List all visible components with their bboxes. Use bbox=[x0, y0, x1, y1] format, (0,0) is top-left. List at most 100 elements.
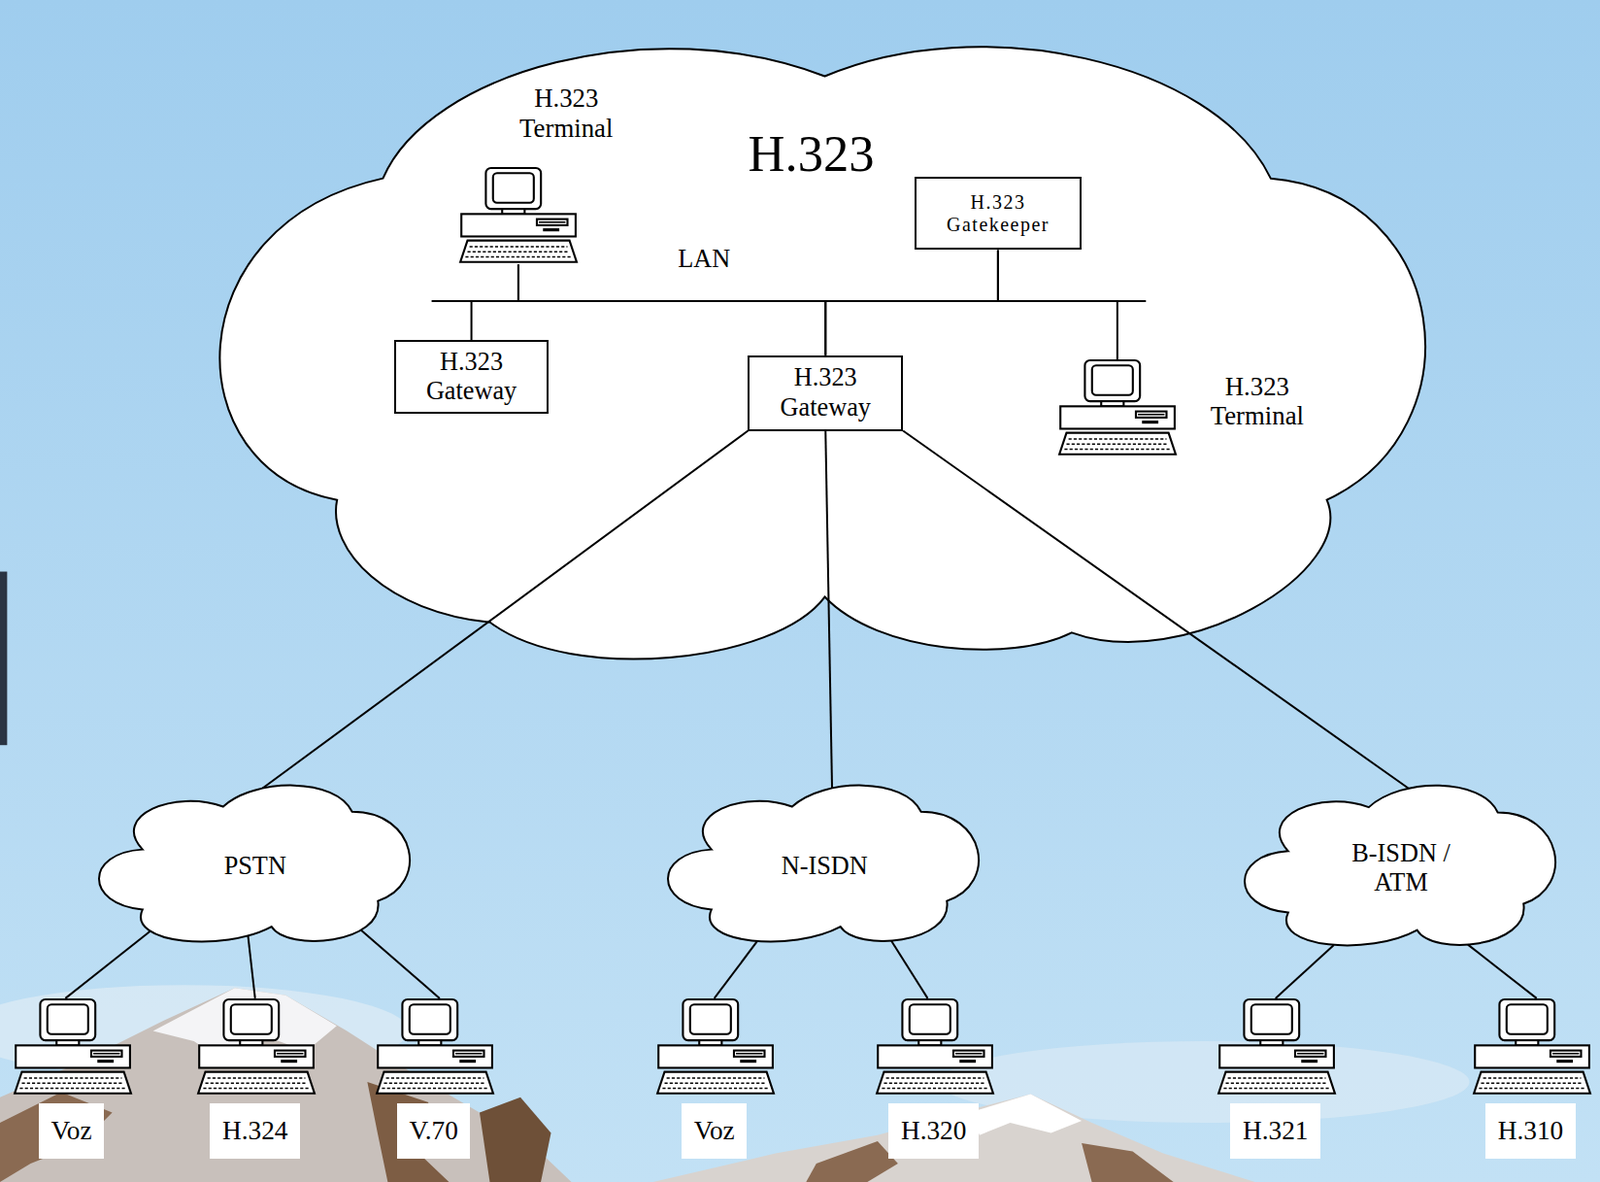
screen bbox=[46, 1003, 88, 1034]
drive-slot bbox=[97, 1059, 114, 1063]
lan-connection bbox=[825, 249, 999, 355]
drive-slot bbox=[536, 219, 568, 226]
system-unit bbox=[15, 1044, 131, 1067]
drive-line bbox=[1552, 1052, 1579, 1055]
terminal-standard: H.324 bbox=[222, 1115, 289, 1146]
network-link bbox=[1275, 944, 1334, 999]
terminal-standard: Voz bbox=[51, 1115, 93, 1146]
keys bbox=[1067, 437, 1167, 440]
keys bbox=[19, 1087, 126, 1090]
drive-slot bbox=[1556, 1059, 1573, 1063]
mountain bbox=[653, 1094, 1256, 1182]
keyboard bbox=[198, 1071, 315, 1094]
network-link bbox=[825, 431, 833, 789]
terminal-standard: H.320 bbox=[900, 1115, 967, 1146]
keys bbox=[381, 1087, 488, 1090]
screen bbox=[1251, 1003, 1293, 1034]
screen bbox=[408, 1003, 450, 1034]
label-box: V.70 bbox=[397, 1102, 471, 1159]
drive-slot bbox=[1141, 420, 1159, 424]
keys bbox=[466, 251, 569, 254]
computer-icon bbox=[1470, 998, 1594, 1096]
system-unit bbox=[658, 1044, 773, 1067]
keyboard bbox=[1218, 1071, 1335, 1094]
terminal-text-holder: H.323 Terminal bbox=[1191, 371, 1325, 433]
keyboard bbox=[1473, 1071, 1591, 1094]
system-unit bbox=[1219, 1044, 1334, 1067]
label-box: Voz bbox=[38, 1102, 104, 1159]
keys bbox=[664, 1081, 767, 1084]
drive-slot bbox=[1135, 411, 1167, 418]
drive-slot bbox=[1300, 1059, 1318, 1063]
rock bbox=[479, 1097, 552, 1182]
keys bbox=[662, 1087, 768, 1090]
network-name: B-ISDN / ATM bbox=[1334, 838, 1468, 898]
system-unit bbox=[1060, 405, 1175, 429]
computer-icon bbox=[11, 998, 134, 1096]
keys bbox=[1482, 1076, 1581, 1079]
drive-slot bbox=[91, 1049, 123, 1056]
terminal: H.321 bbox=[1215, 998, 1336, 1159]
keys bbox=[1478, 1087, 1585, 1090]
small-cloud-outline bbox=[99, 785, 410, 942]
label-box: H.321 bbox=[1230, 1102, 1321, 1159]
gateway-box: H.323 Gateway bbox=[394, 339, 550, 414]
rock bbox=[805, 1140, 899, 1182]
box-label: H.323 Gateway bbox=[405, 347, 537, 406]
keys bbox=[1225, 1081, 1328, 1084]
terminal-standard: V.70 bbox=[409, 1115, 459, 1146]
keyboard bbox=[1059, 433, 1176, 455]
drive-slot bbox=[1549, 1049, 1581, 1056]
drive-slot bbox=[733, 1049, 766, 1056]
h323-zone-cloud: H.323H.323 TerminalH.323 GatekeeperH.323… bbox=[194, 45, 1456, 670]
screen bbox=[689, 1003, 731, 1034]
terminal-text-holder: H.323 Terminal bbox=[500, 83, 634, 144]
network-link bbox=[361, 930, 440, 999]
drive-slot bbox=[542, 228, 560, 232]
keys bbox=[1064, 448, 1170, 451]
drive-line bbox=[93, 1052, 120, 1055]
network-name: PSTN bbox=[224, 851, 287, 881]
drive-line bbox=[1137, 413, 1165, 416]
system-unit bbox=[199, 1044, 314, 1067]
cloud-text-holder: PSTN bbox=[94, 780, 417, 953]
monitor bbox=[1243, 999, 1300, 1040]
network-label: LAN bbox=[642, 244, 766, 274]
network-link bbox=[1467, 944, 1537, 999]
keys bbox=[202, 1087, 309, 1090]
label-box: H.320 bbox=[888, 1102, 979, 1159]
lan-bus-stub bbox=[432, 300, 473, 302]
monitor bbox=[1084, 360, 1140, 401]
drive-line bbox=[955, 1052, 982, 1055]
gateway-box: H.323 Gateway bbox=[747, 355, 903, 432]
system-unit bbox=[377, 1044, 493, 1067]
system-unit bbox=[461, 214, 576, 237]
keyboard bbox=[376, 1071, 494, 1094]
drive-slot bbox=[274, 1049, 306, 1056]
keys bbox=[21, 1081, 124, 1084]
network-link bbox=[891, 940, 928, 999]
monitor bbox=[39, 999, 96, 1040]
drive-line bbox=[735, 1052, 763, 1055]
label-box: Voz bbox=[681, 1102, 747, 1159]
computer-icon bbox=[1215, 998, 1338, 1096]
drive-slot bbox=[1295, 1049, 1327, 1056]
screen bbox=[231, 1003, 272, 1034]
keys bbox=[204, 1081, 307, 1084]
screen bbox=[493, 173, 534, 203]
terminal: H.324 bbox=[195, 998, 316, 1159]
monitor bbox=[401, 999, 458, 1040]
keys bbox=[885, 1076, 984, 1079]
keys bbox=[666, 1076, 765, 1079]
title-holder: H.323 bbox=[647, 124, 974, 183]
computer-icon bbox=[195, 998, 318, 1096]
screen bbox=[1505, 1003, 1547, 1034]
lan-connection bbox=[518, 264, 826, 356]
terminal: V.70 bbox=[373, 998, 495, 1159]
cloud-text-holder: B-ISDN / ATM bbox=[1239, 780, 1563, 957]
network-cloud: B-ISDN / ATM bbox=[1239, 780, 1563, 957]
keys bbox=[883, 1081, 986, 1084]
keys bbox=[23, 1076, 122, 1079]
screen bbox=[908, 1003, 950, 1034]
